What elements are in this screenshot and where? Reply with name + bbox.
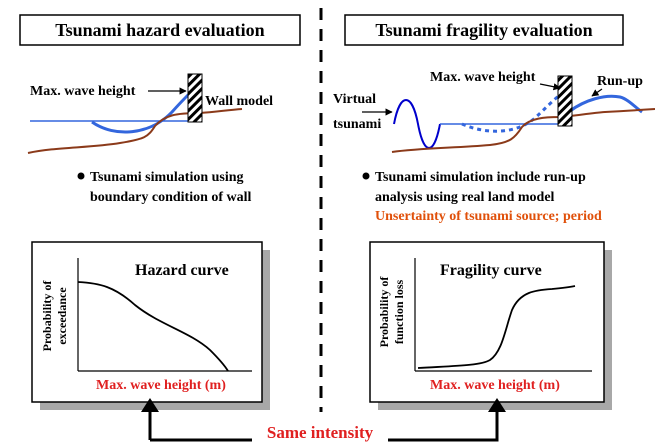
same-intensity-label-bg	[252, 424, 388, 442]
right-bullet-line1: Tsunami simulation include run-up	[375, 170, 586, 185]
left-chart-title: Hazard curve	[135, 262, 229, 279]
right-wall-model	[557, 75, 573, 127]
right-virtual-wave	[393, 99, 441, 149]
right-chart-xlabel: Max. wave height (m)	[430, 378, 560, 393]
right-runup-label: Run-up	[597, 74, 643, 89]
right-runup-arrow	[591, 88, 603, 97]
left-title-box	[19, 14, 301, 46]
left-wall-model	[187, 73, 203, 123]
right-virtual-label-1: Virtual	[333, 92, 376, 107]
left-chart-box	[31, 241, 263, 403]
same-intensity-label: Same intensity	[267, 423, 374, 442]
left-chart-xlabel: Max. wave height (m)	[96, 378, 226, 393]
left-chart-ylabel-2: exceedance	[55, 287, 69, 345]
left-ground	[27, 108, 243, 154]
right-runup-wave	[569, 94, 643, 114]
left-bullet-dot	[77, 172, 85, 180]
left-panel: Tsunami hazard evaluation Max. wave heig…	[19, 14, 301, 410]
left-wave	[91, 91, 192, 134]
left-bullet-line1: Tsunami simulation using	[90, 170, 244, 185]
right-chart-box	[369, 241, 605, 403]
right-max-wave-label: Max. wave height	[430, 70, 536, 85]
right-chart-ylabel-2: function loss	[392, 280, 406, 345]
right-chart-title: Fragility curve	[440, 262, 542, 279]
left-up-arrowhead	[141, 398, 159, 412]
right-title-box	[344, 14, 624, 46]
right-ground	[391, 108, 655, 153]
same-intensity-connector: Same intensity	[141, 398, 506, 442]
right-max-wave-arrow	[539, 83, 561, 91]
right-note: Unsertainty of tsunami source; period	[375, 209, 602, 224]
right-title: Tsunami fragility evaluation	[375, 20, 592, 40]
hazard-curve	[77, 281, 229, 372]
left-chart-ylabel-1: Probability of	[40, 280, 54, 352]
left-max-wave-label: Max. wave height	[30, 84, 136, 99]
right-up-arrowhead	[488, 398, 506, 412]
right-chart-ylabel-1: Probability of	[377, 276, 391, 348]
right-virtual-label-2: tsunami	[333, 117, 381, 132]
right-dotted-wave	[461, 90, 566, 133]
right-bullet-line2: analysis using real land model	[375, 190, 555, 205]
left-wall-label: Wall model	[205, 94, 273, 109]
left-bullet-line2: boundary condition of wall	[90, 190, 252, 205]
fragility-curve	[417, 285, 576, 369]
right-panel: Tsunami fragility evaluation Max. wave h…	[333, 14, 655, 410]
left-title: Tsunami hazard evaluation	[55, 20, 264, 40]
right-bullet-dot	[362, 172, 370, 180]
